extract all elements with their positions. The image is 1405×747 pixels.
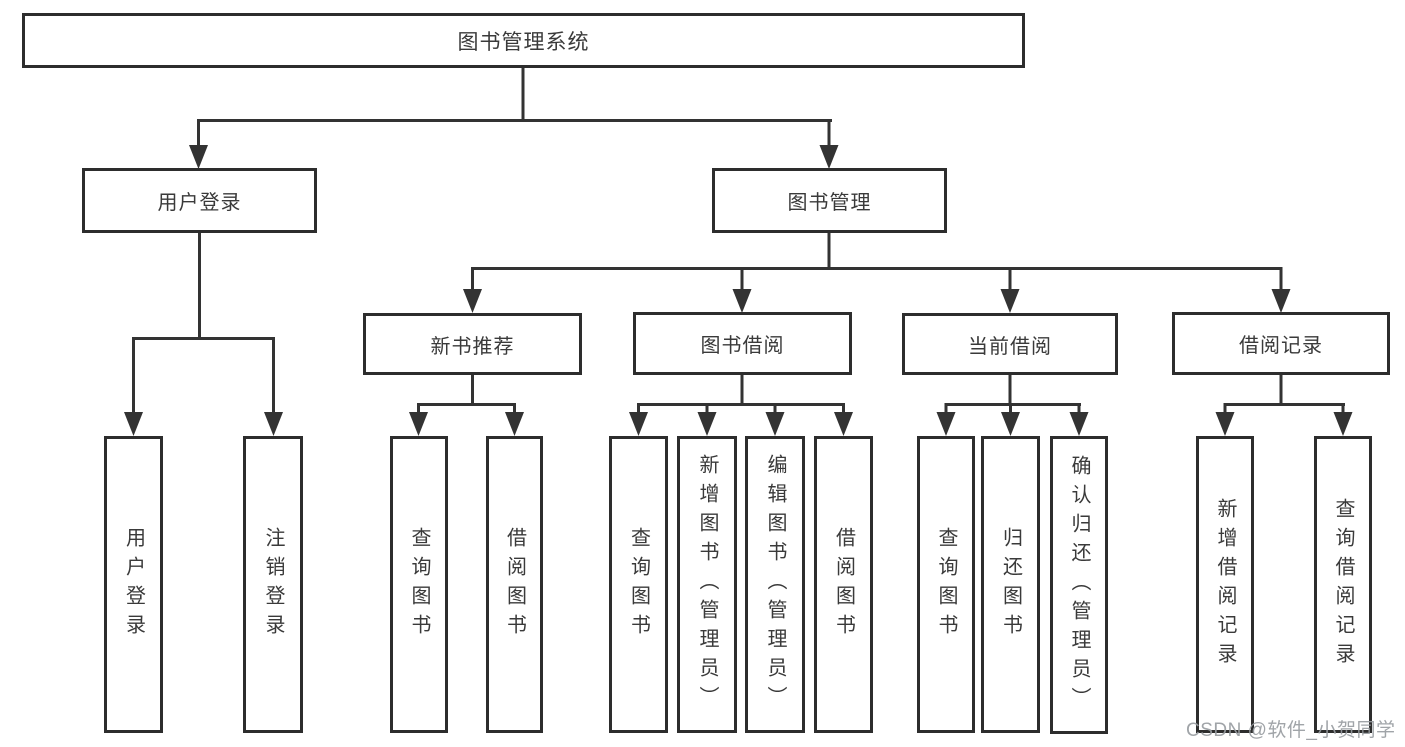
connector-root-to-level2 bbox=[189, 66, 839, 169]
node-borrow-records: 借阅记录 bbox=[1172, 312, 1390, 375]
connector-new-book-to-leaves bbox=[409, 373, 524, 436]
node-label: 图书管理 bbox=[787, 192, 872, 214]
arrowhead-icon bbox=[1215, 412, 1235, 436]
node-book-management: 图书管理 bbox=[712, 168, 947, 233]
arrowhead-icon bbox=[936, 412, 956, 436]
node-query-books-recommend: 查询图书 bbox=[390, 436, 448, 733]
node-user-login-leaf: 用户登录 bbox=[104, 436, 163, 733]
node-query-books-borrow: 查询图书 bbox=[609, 436, 668, 733]
node-book-borrow: 图书借阅 bbox=[633, 312, 852, 375]
node-query-books-current: 查询图书 bbox=[917, 436, 975, 733]
node-label: 新增图书（管理员） bbox=[696, 454, 718, 715]
node-current-borrow: 当前借阅 bbox=[902, 313, 1118, 375]
node-label: 查询图书 bbox=[627, 526, 650, 643]
arrowhead-icon bbox=[765, 412, 785, 436]
node-label: 查询借阅记录 bbox=[1332, 497, 1354, 672]
node-new-book-recommend: 新书推荐 bbox=[363, 313, 582, 375]
arrowhead-icon bbox=[1000, 289, 1020, 313]
arrowhead-icon bbox=[629, 412, 648, 436]
node-label: 用户登录 bbox=[122, 526, 145, 643]
connector-book-mgmt-to-level3 bbox=[463, 231, 1291, 313]
node-logout: 注销登录 bbox=[243, 436, 303, 733]
arrowhead-icon bbox=[505, 412, 524, 436]
node-label: 借阅图书 bbox=[832, 526, 855, 643]
node-library-system: 图书管理系统 bbox=[22, 13, 1025, 68]
node-label: 图书借阅 bbox=[700, 335, 785, 357]
connector-book-borrow-to-leaves bbox=[629, 373, 853, 436]
arrowhead-icon bbox=[463, 289, 482, 313]
node-user-login: 用户登录 bbox=[82, 168, 317, 233]
node-borrow-books-leaf: 借阅图书 bbox=[814, 436, 873, 733]
csdn-watermark: CSDN @软件_小贺同学 bbox=[1186, 720, 1396, 741]
node-label: 新增借阅记录 bbox=[1214, 497, 1236, 672]
arrowhead-icon bbox=[1271, 289, 1291, 313]
node-label: 借阅记录 bbox=[1239, 335, 1323, 357]
arrowhead-icon bbox=[1001, 412, 1020, 436]
arrowhead-icon bbox=[1069, 412, 1089, 436]
node-label: 确认归还（管理员） bbox=[1068, 454, 1090, 716]
node-label: 借阅图书 bbox=[503, 526, 526, 643]
node-edit-book-admin: 编辑图书（管理员） bbox=[745, 436, 805, 733]
node-label: 当前借阅 bbox=[968, 335, 1052, 358]
arrowhead-icon bbox=[819, 145, 839, 169]
node-add-borrow-record: 新增借阅记录 bbox=[1196, 436, 1254, 733]
node-label: 查询图书 bbox=[408, 526, 430, 643]
node-return-books: 归还图书 bbox=[981, 436, 1040, 733]
node-label: 图书管理系统 bbox=[457, 30, 590, 54]
node-confirm-return-admin: 确认归还（管理员） bbox=[1050, 436, 1108, 734]
node-label: 用户登录 bbox=[157, 192, 242, 214]
arrowhead-icon bbox=[697, 412, 717, 436]
arrowhead-icon bbox=[732, 289, 752, 313]
arrowhead-icon bbox=[834, 412, 853, 436]
node-label: 注销登录 bbox=[262, 526, 284, 643]
connector-current-borrow-to-leaves bbox=[936, 373, 1089, 436]
arrowhead-icon bbox=[124, 412, 143, 436]
node-label: 查询图书 bbox=[935, 526, 957, 643]
arrowhead-icon bbox=[189, 145, 208, 169]
connector-user-login-to-leaves bbox=[124, 231, 283, 436]
arrowhead-icon bbox=[1333, 412, 1353, 436]
connector-borrow-records-to-leaves bbox=[1215, 373, 1353, 436]
node-label: 新书推荐 bbox=[430, 335, 515, 358]
node-query-borrow-record: 查询借阅记录 bbox=[1314, 436, 1372, 733]
node-label: 归还图书 bbox=[999, 526, 1022, 643]
node-label: 编辑图书（管理员） bbox=[764, 454, 786, 715]
node-add-book-admin: 新增图书（管理员） bbox=[677, 436, 737, 733]
arrowhead-icon bbox=[264, 412, 283, 436]
arrowhead-icon bbox=[409, 412, 428, 436]
node-borrow-books-recommend: 借阅图书 bbox=[486, 436, 543, 733]
